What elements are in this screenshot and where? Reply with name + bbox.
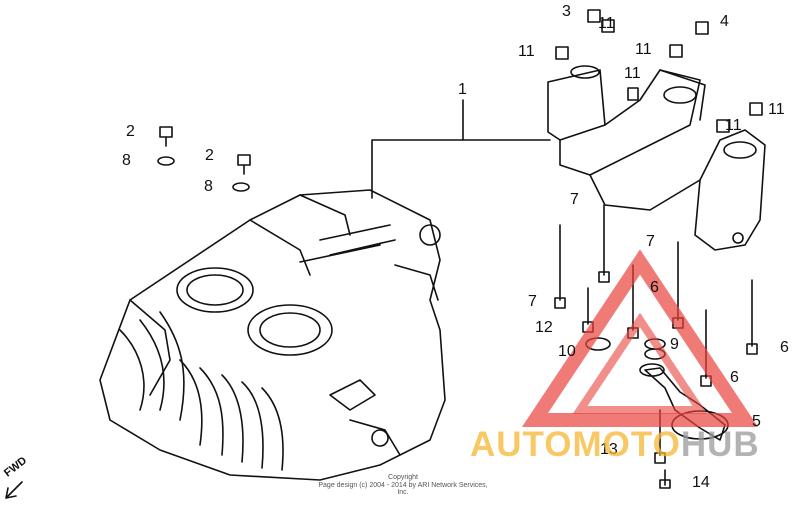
callout-2-upper: 2 xyxy=(126,123,135,140)
callout-11-d: 11 xyxy=(624,65,641,82)
callout-11-f: 11 xyxy=(725,117,742,134)
callout-7-c: 7 xyxy=(528,293,537,310)
copyright-line-1: Copyright xyxy=(388,474,418,481)
callout-6-b: 6 xyxy=(780,339,789,356)
copyright-notice: Copyright Page design (c) 2004 - 2014 by… xyxy=(318,474,488,497)
watermark-logo-icon xyxy=(521,249,759,427)
callout-13: 13 xyxy=(600,441,618,458)
callout-4: 4 xyxy=(720,13,729,30)
callout-2-lower: 2 xyxy=(205,147,214,164)
callout-7-a: 7 xyxy=(570,191,579,208)
watermark-text-part2: HUB xyxy=(680,425,760,464)
callout-11-b: 11 xyxy=(518,43,535,60)
callout-8-upper: 8 xyxy=(122,152,131,169)
callout-8-lower: 8 xyxy=(204,178,213,195)
upper-holder-drawing xyxy=(547,65,766,251)
small-hardware-drawing xyxy=(157,9,763,489)
callout-14: 14 xyxy=(692,474,710,491)
callout-10: 10 xyxy=(558,343,576,360)
callout-5: 5 xyxy=(752,413,761,430)
leader-line-1 xyxy=(371,99,464,199)
copyright-line-2: Page design (c) 2004 - 2014 by ARI Netwo… xyxy=(318,481,488,497)
callout-6-c: 6 xyxy=(730,369,739,386)
callout-1: 1 xyxy=(458,81,467,98)
crankcase-drawing xyxy=(99,189,446,481)
watermark-text-part1: AUTOMOTO xyxy=(470,425,681,464)
callout-7-b: 7 xyxy=(646,233,655,250)
callout-3: 3 xyxy=(562,3,571,20)
callout-11-c: 11 xyxy=(635,41,652,58)
callout-12: 12 xyxy=(535,319,553,336)
callout-6-a: 6 xyxy=(650,279,659,296)
fwd-arrow-icon xyxy=(5,481,23,499)
callout-11-a: 11 xyxy=(598,15,615,32)
callout-9: 9 xyxy=(670,336,679,353)
callout-11-e: 11 xyxy=(768,101,785,118)
watermark-text: AUTOMOTOHUB xyxy=(470,425,760,465)
